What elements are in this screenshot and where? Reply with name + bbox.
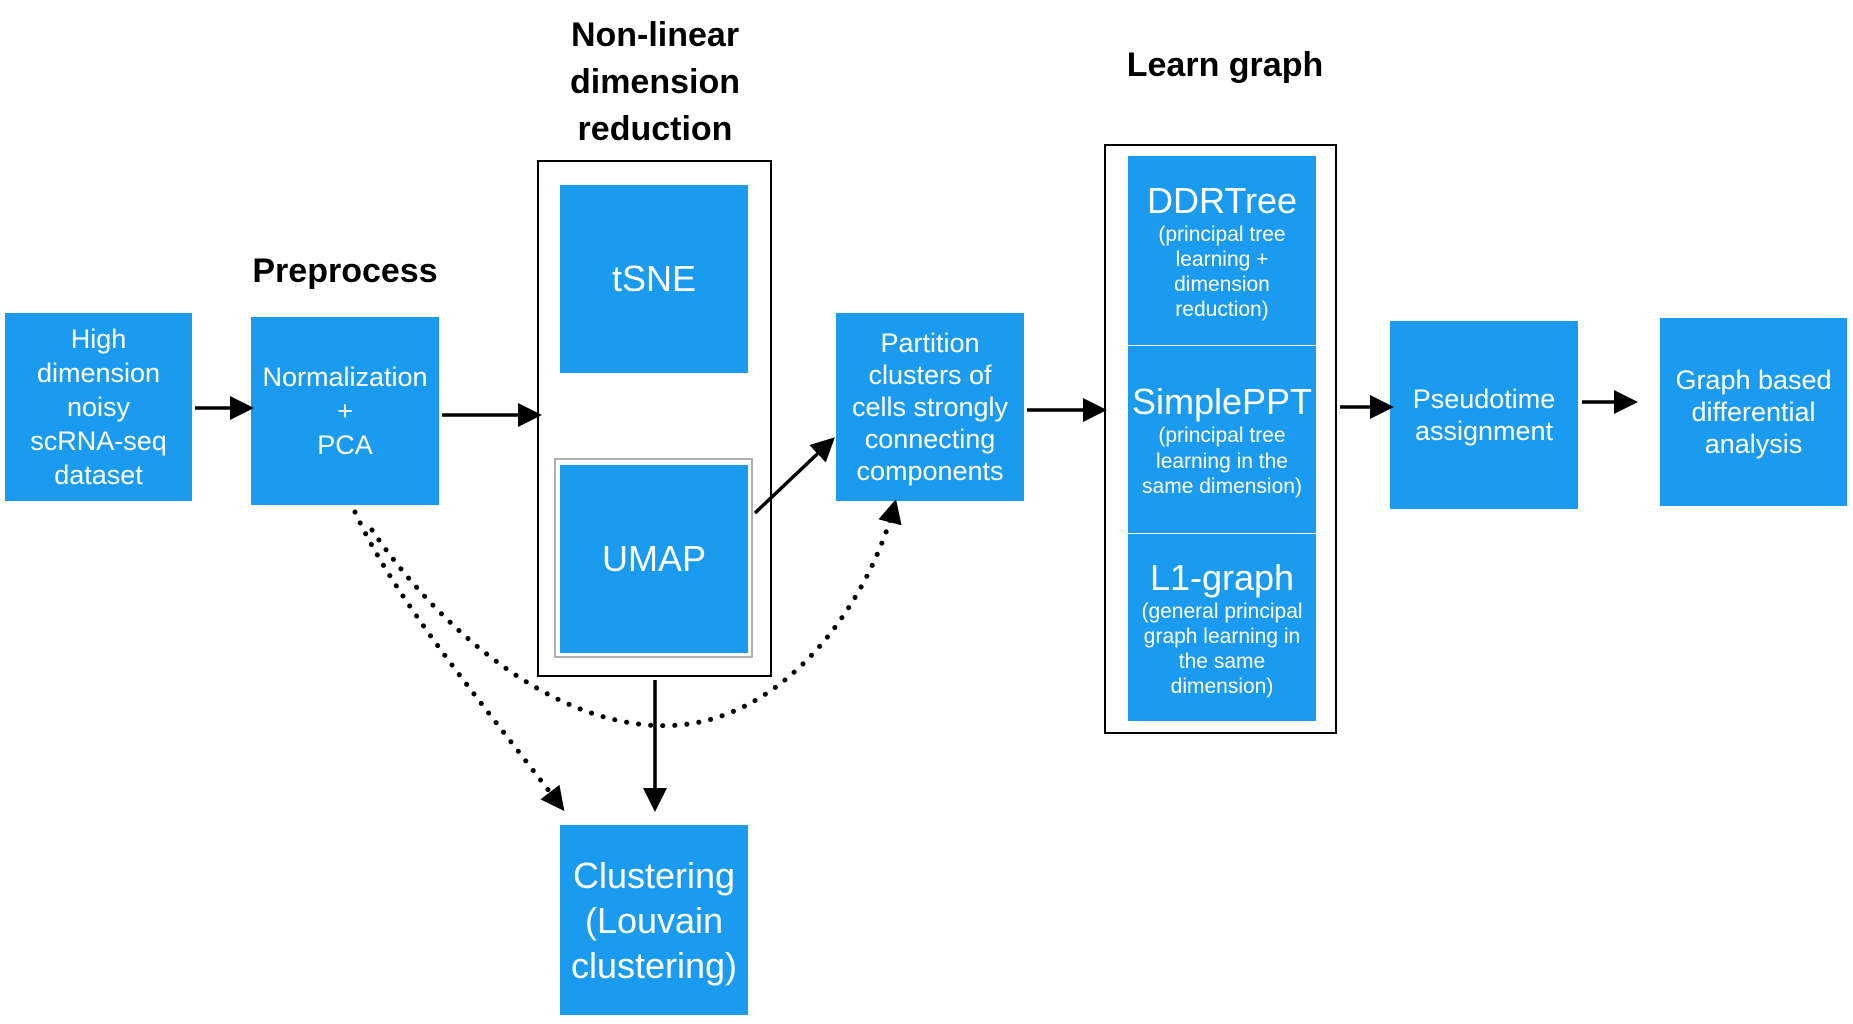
pseudotime-line: assignment	[1414, 416, 1554, 446]
simpleppt-box: SimplePPT (principal tree learning in th…	[1128, 346, 1316, 533]
pseudotime-line: Pseudotime	[1412, 384, 1556, 414]
partition-line: components	[856, 456, 1004, 486]
input-line: dimension	[36, 358, 161, 388]
umap-box: UMAP	[560, 465, 748, 653]
graph-differential-box: Graph based differential analysis	[1660, 318, 1847, 506]
heading-learn-graph: Learn graph	[1126, 46, 1324, 84]
heading-line: Non-linear	[570, 16, 740, 54]
ddrtree-desc-line: learning +	[1175, 247, 1269, 271]
ddrtree-box: DDRTree (principal tree learning + dimen…	[1128, 156, 1316, 345]
pseudotime-box: Pseudotime assignment	[1390, 321, 1578, 509]
clustering-line: clustering)	[570, 944, 738, 986]
graph-diff-line: analysis	[1704, 429, 1803, 459]
partition-line: clusters of	[868, 360, 992, 390]
l1graph-desc-line: graph learning in	[1143, 624, 1301, 648]
normalization-line: Normalization	[262, 362, 428, 392]
simpleppt-desc-line: (principal tree	[1158, 424, 1286, 448]
input-line: scRNA-seq	[30, 426, 167, 456]
input-line: High	[70, 324, 127, 354]
l1graph-desc-line: dimension)	[1170, 675, 1274, 699]
simpleppt-desc-line: same dimension)	[1142, 474, 1302, 498]
partition-line: cells strongly	[851, 392, 1009, 422]
normalization-line: +	[337, 396, 353, 426]
ddrtree-desc-line: dimension	[1174, 273, 1270, 297]
simpleppt-desc-line: learning in the	[1156, 449, 1288, 473]
dotted-arrow-pca-to-partition	[369, 499, 902, 729]
clustering-line: Clustering	[572, 854, 736, 896]
partition-line: connecting	[864, 424, 996, 454]
ddrtree-desc-line: reduction)	[1175, 298, 1269, 322]
ddrtree-title: DDRTree	[1146, 179, 1298, 221]
partition-box: Partition clusters of cells strongly con…	[836, 313, 1024, 501]
heading-line: dimension	[569, 63, 741, 101]
input-line: dataset	[54, 460, 143, 490]
input-line: noisy	[66, 392, 131, 422]
normalization-line: PCA	[317, 430, 373, 460]
l1graph-desc-line: (general principal	[1141, 599, 1303, 623]
dotted-arrow-pca-to-clustering	[352, 509, 565, 812]
heading-line: reduction	[577, 110, 733, 148]
graph-diff-line: differential	[1691, 397, 1816, 427]
clustering-line: (Louvain	[584, 899, 724, 941]
arrow-umap-to-partition	[753, 437, 835, 515]
simpleppt-title: SimplePPT	[1131, 381, 1313, 423]
normalization-pca-box: Normalization + PCA	[251, 317, 439, 505]
ddrtree-desc-line: (principal tree	[1158, 222, 1286, 246]
input-dataset-box: High dimension noisy scRNA-seq dataset	[5, 313, 192, 501]
graph-diff-line: Graph based	[1675, 365, 1832, 395]
l1graph-title: L1-graph	[1149, 556, 1295, 598]
tsne-box: tSNE	[560, 185, 748, 373]
l1graph-desc-line: the same	[1178, 650, 1266, 674]
partition-line: Partition	[880, 328, 980, 358]
heading-nonlinear-dimension-reduction: Non-linear dimension reduction	[500, 12, 810, 153]
heading-preprocess: Preprocess	[252, 252, 438, 290]
l1graph-box: L1-graph (general principal graph learni…	[1128, 534, 1316, 721]
clustering-box: Clustering (Louvain clustering)	[560, 825, 748, 1015]
